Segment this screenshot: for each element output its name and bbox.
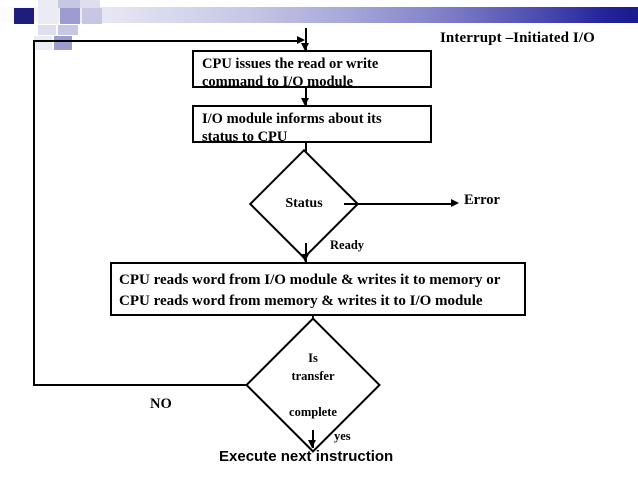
terminal-execute-next-instruction: Execute next instruction [219, 448, 394, 465]
edge-label-ready: Ready [330, 238, 365, 252]
decor-square [60, 8, 80, 24]
process-cpu-reads-word-label: CPU reads word from I/O module & writes … [119, 272, 501, 309]
edge-transfer-yes-arrowhead [307, 440, 316, 448]
decision-status-label: Status [285, 195, 323, 211]
edge-feedback-arrowhead [297, 36, 305, 44]
edge-label-error: Error [464, 192, 500, 208]
process-cpu-issues-command[interactable]: CPU issues the read or write command to … [192, 50, 432, 90]
edge-status-error-arrowhead [451, 199, 459, 207]
edge-status-ready [305, 243, 307, 262]
edge-status-error [344, 203, 454, 205]
edge-no-horizontal [33, 384, 266, 386]
decor-square [58, 25, 78, 35]
decision-is-transfer-complete-label: Is transfer complete [289, 350, 337, 420]
process-io-module-informs-status[interactable]: I/O module informs about its status to C… [192, 105, 432, 145]
decor-square [38, 0, 58, 8]
process-io-module-informs-status-label: I/O module informs about its status to C… [202, 111, 382, 145]
page-title: Interrupt –Initiated I/O [440, 30, 595, 46]
edge-entry-arrowhead [300, 43, 309, 51]
header-gradient-bar [0, 7, 638, 23]
edge-label-no: NO [150, 396, 172, 412]
decor-square [14, 8, 34, 24]
decor-square [38, 8, 58, 24]
decor-square [38, 25, 56, 35]
edge-issues-to-informs [305, 88, 307, 105]
edge-status-ready-arrowhead [300, 254, 309, 262]
process-cpu-reads-word[interactable]: CPU reads word from I/O module & writes … [110, 262, 526, 316]
decor-square [54, 36, 72, 50]
decor-square [80, 0, 100, 8]
edge-feedback-top-horizontal [33, 40, 298, 42]
edge-transfer-yes [312, 430, 314, 448]
edge-issues-to-informs-arrowhead [300, 98, 309, 106]
edge-entry-vertical [305, 28, 307, 50]
process-cpu-issues-command-label: CPU issues the read or write command to … [202, 56, 379, 90]
decision-status[interactable]: Status [248, 148, 360, 260]
decor-square [82, 8, 102, 24]
decision-is-transfer-complete[interactable]: Is transfer complete [245, 317, 381, 453]
edge-feedback-left-vertical [33, 40, 35, 386]
decor-square [58, 0, 80, 8]
decor-square [34, 36, 52, 50]
edge-label-yes: yes [334, 429, 351, 443]
